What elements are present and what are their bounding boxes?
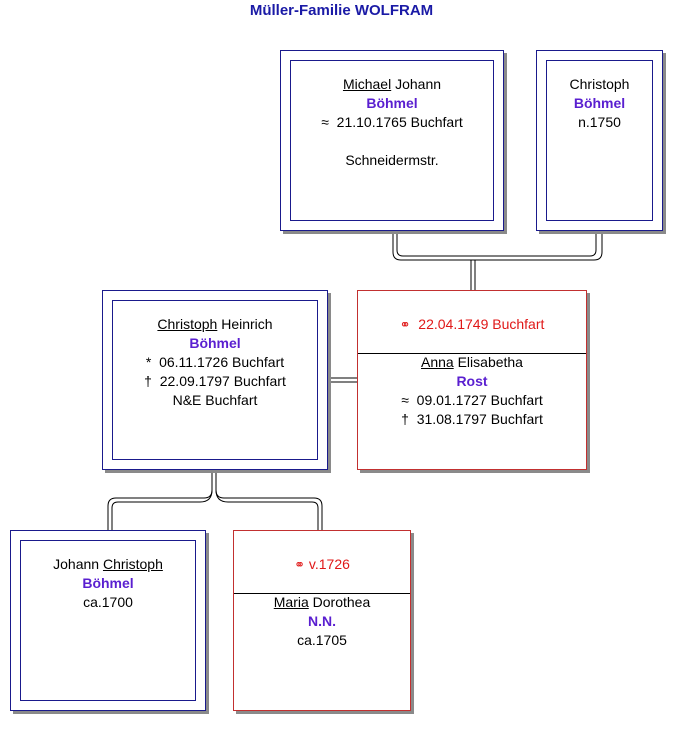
death-line: † 22.09.1797 Buchfart bbox=[144, 373, 286, 389]
card-inner-frame bbox=[546, 60, 653, 221]
person-card-johann-christoph[interactable]: Johann Christoph Böhmel ca.1700 bbox=[10, 530, 206, 711]
person-name: Christoph bbox=[569, 76, 630, 92]
person-card-maria-dorothea[interactable]: ⚭ v.1726 Maria Dorothea N.N. ca.1705 bbox=[233, 530, 411, 711]
note: N&E Buchfart bbox=[172, 392, 258, 408]
marriage-rings-icon: ⚭ bbox=[399, 317, 411, 332]
person-card-michael-johann[interactable]: Michael Johann Böhmel ≈ 21.10.1765 Buchf… bbox=[280, 50, 504, 231]
person-surname: Böhmel bbox=[82, 575, 134, 591]
person-card-anna-elisabetha[interactable]: ⚭ 22.04.1749 Buchfart Anna Elisabetha Ro… bbox=[357, 290, 587, 470]
baptism-line: ≈ 09.01.1727 Buchfart bbox=[401, 392, 543, 408]
person-name: Johann Christoph bbox=[53, 556, 163, 572]
death-line: † 31.08.1797 Buchfart bbox=[401, 411, 543, 427]
card-inner-frame bbox=[290, 60, 494, 221]
person-name: Michael Johann bbox=[342, 76, 442, 92]
birth-icon: * bbox=[145, 354, 152, 370]
person-surname: Böhmel bbox=[366, 95, 418, 111]
baptism-icon: ≈ bbox=[321, 114, 329, 130]
person-surname: Rost bbox=[456, 373, 488, 389]
card-inner-frame bbox=[112, 300, 318, 460]
person-name: Anna Elisabetha bbox=[421, 354, 523, 370]
birth-date: n.1750 bbox=[578, 114, 621, 130]
marriage-rings-icon: ⚭ bbox=[294, 557, 305, 572]
divider bbox=[358, 353, 586, 354]
person-surname: N.N. bbox=[308, 613, 336, 629]
card-inner-frame bbox=[20, 540, 196, 701]
baptism-line: ≈ 21.10.1765 Buchfart bbox=[321, 114, 463, 130]
death-icon: † bbox=[401, 411, 409, 427]
person-name: Maria Dorothea bbox=[273, 594, 371, 610]
birth-line: * 06.11.1726 Buchfart bbox=[145, 354, 285, 370]
person-name: Christoph Heinrich bbox=[157, 316, 273, 332]
marriage-line: ⚭ v.1726 bbox=[294, 556, 350, 572]
baptism-icon: ≈ bbox=[401, 392, 409, 408]
page-title: Müller-Familie WOLFRAM bbox=[249, 2, 434, 19]
divider bbox=[234, 593, 410, 594]
person-card-christoph-heinrich[interactable]: Christoph Heinrich Böhmel * 06.11.1726 B… bbox=[102, 290, 328, 470]
marriage-line: ⚭ 22.04.1749 Buchfart bbox=[399, 316, 545, 332]
person-card-christoph[interactable]: Christoph Böhmel n.1750 bbox=[536, 50, 663, 231]
birth-date: ca.1700 bbox=[83, 594, 133, 610]
death-icon: † bbox=[144, 373, 152, 389]
person-surname: Böhmel bbox=[573, 95, 626, 111]
occupation: Schneidermstr. bbox=[345, 152, 439, 168]
birth-date: ca.1705 bbox=[297, 632, 347, 648]
person-surname: Böhmel bbox=[189, 335, 241, 351]
